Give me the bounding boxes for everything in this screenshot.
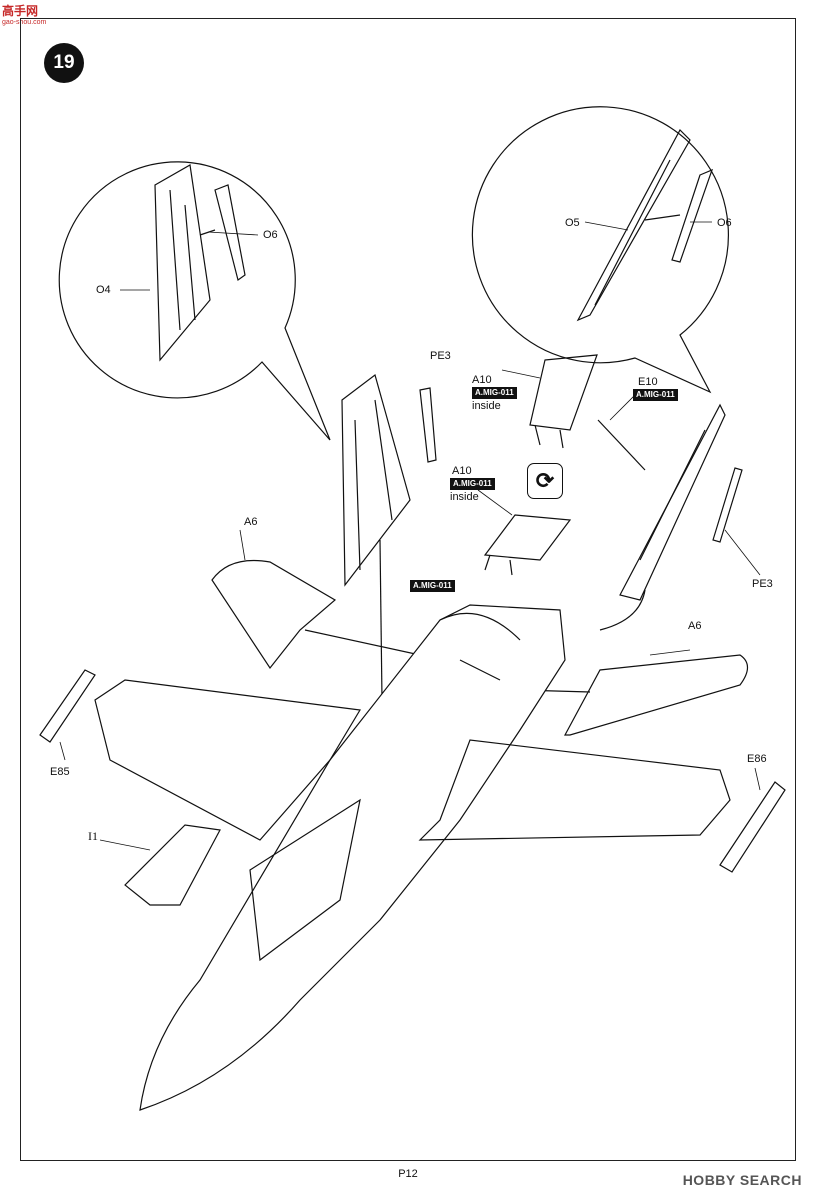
label-pe3-right: PE3 xyxy=(752,578,773,590)
detail-bubble-left xyxy=(58,161,331,441)
leader-lines xyxy=(59,221,761,851)
label-a6-left: A6 xyxy=(244,516,258,528)
label-o6-right: O6 xyxy=(717,217,732,229)
brand-watermark: HOBBY SEARCH xyxy=(682,1172,802,1188)
aircraft-model xyxy=(94,604,731,1111)
label-a10-top: A10 xyxy=(472,374,492,386)
e86-part xyxy=(719,781,786,873)
watermark-title: 高手网 xyxy=(2,4,39,18)
detail-bubble-right xyxy=(471,106,729,394)
label-o4: O4 xyxy=(96,284,111,296)
page-number: P12 xyxy=(398,1168,418,1180)
vertical-tail-left xyxy=(341,373,411,701)
i1-part xyxy=(124,824,221,906)
label-e86: E86 xyxy=(747,753,767,765)
a6-part-left xyxy=(211,559,421,670)
paint-tag-a10-mid: A.MIG-011 xyxy=(450,478,495,490)
watermark-url: gao-shou.com xyxy=(2,19,47,26)
vertical-tail-right xyxy=(599,403,726,631)
step-number-badge: 19 xyxy=(44,43,84,83)
page-frame xyxy=(20,18,796,1161)
pe3-part-right xyxy=(712,467,743,543)
label-e85: E85 xyxy=(50,766,70,778)
label-a6-right: A6 xyxy=(688,620,702,632)
label-i1: I1 xyxy=(88,829,98,843)
a10-part-mid xyxy=(483,514,572,576)
label-pe3-top: PE3 xyxy=(430,350,451,362)
label-a10-mid: A10 xyxy=(452,465,472,477)
label-e10: E10 xyxy=(638,376,658,388)
paint-tag-a10-top: A.MIG-011 xyxy=(472,387,517,399)
e85-part xyxy=(39,669,96,743)
label-o6-left: O6 xyxy=(263,229,278,241)
a10-part-top xyxy=(529,354,598,449)
e10-part xyxy=(597,419,646,471)
pe3-part-top xyxy=(419,387,437,463)
rotate-icon: ⟳ xyxy=(527,463,563,499)
paint-tag-center: A.MIG-011 xyxy=(410,580,455,592)
label-o5: O5 xyxy=(565,217,580,229)
label-inside-mid: inside xyxy=(450,491,479,503)
paint-tag-e10: A.MIG-011 xyxy=(633,389,678,401)
label-inside-top: inside xyxy=(472,400,501,412)
